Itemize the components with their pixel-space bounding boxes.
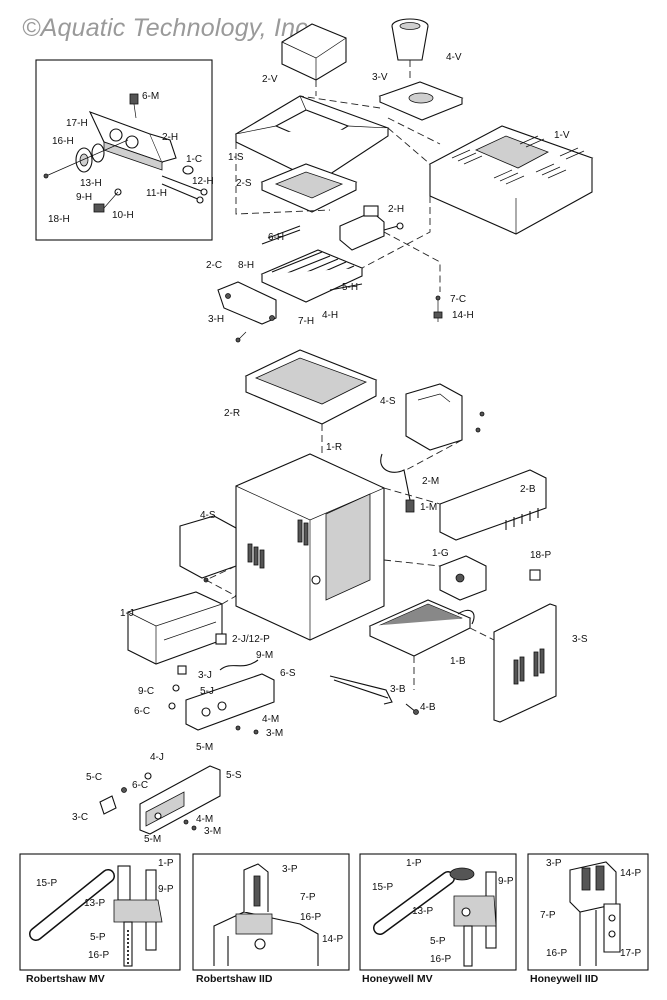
label-2-h-detail: 2-H (162, 132, 178, 143)
label-4-s-upper: 4-S (380, 396, 396, 407)
label-2-s: 2-S (236, 178, 252, 189)
label-18-h: 18-H (48, 214, 70, 225)
label-6-h: 6-H (268, 232, 284, 243)
label-13-h: 13-H (80, 178, 102, 189)
label-4-s-left: 4-S (200, 510, 216, 521)
label-4-v: 4-V (446, 52, 462, 63)
label-5-s: 5-S (226, 770, 242, 781)
label-8-h: 8-H (238, 260, 254, 271)
label-11-h: 11-H (146, 188, 167, 199)
inset-honeywell-mv (359, 853, 517, 971)
manifold-detail-box (35, 59, 213, 241)
label-2-j-12-p: 2-J/12-P (232, 634, 270, 645)
label-6-m: 6-M (142, 91, 159, 102)
inset-caption-robertshaw-mv: Robertshaw MV (26, 973, 105, 985)
label-14-h: 14-H (452, 310, 474, 321)
inset-caption-honeywell-iid: Honeywell IID (530, 973, 599, 985)
label-5-m-low: 5-M (144, 834, 161, 845)
inset1-label-15-p: 15-P (36, 878, 57, 889)
inset3-label-15-p: 15-P (372, 882, 393, 893)
label-1-s: 1-S (228, 152, 244, 163)
label-4-m-low: 4-M (196, 814, 213, 825)
label-5-m-mid: 5-M (196, 742, 213, 753)
inset2-label-7-p: 7-P (300, 892, 316, 903)
label-1-r: 1-R (326, 442, 342, 453)
label-17-h: 17-H (66, 118, 88, 129)
inset-caption-honeywell-mv: Honeywell MV (362, 973, 433, 985)
inset1-label-5-p: 5-P (90, 932, 106, 943)
label-3-c: 3-C (72, 812, 88, 823)
middle-assembly (127, 349, 557, 735)
label-2-b: 2-B (520, 484, 536, 495)
label-9-h: 9-H (76, 192, 92, 203)
inset4-label-7-p: 7-P (540, 910, 556, 921)
inset3-label-9-p: 9-P (498, 876, 514, 887)
inset1-label-1-p: 1-P (158, 858, 174, 869)
watermark: ©Aquatic Technology, Inc. (22, 14, 316, 42)
inset3-label-1-p: 1-P (406, 858, 422, 869)
inset-caption-robertshaw-iid: Robertshaw IID (196, 973, 273, 985)
inset2-label-16-p: 16-P (300, 912, 321, 923)
label-9-c: 9-C (138, 686, 154, 697)
label-10-h: 10-H (112, 210, 134, 221)
label-3-m-low: 3-M (204, 826, 221, 837)
label-6-c-mid: 6-C (134, 706, 150, 717)
inset4-label-17-p: 17-P (620, 948, 641, 959)
label-12-h: 12-H (192, 176, 214, 187)
inset1-label-16-p: 16-P (88, 950, 109, 961)
inset-honeywell-iid (527, 853, 649, 971)
label-3-j: 3-J (198, 670, 212, 681)
inset2-label-3-p: 3-P (282, 864, 298, 875)
inset1-label-9-p: 9-P (158, 884, 174, 895)
label-2-r: 2-R (224, 408, 240, 419)
label-7-h: 7-H (298, 316, 314, 327)
label-5-c: 5-C (86, 772, 102, 783)
label-6-s: 6-S (280, 668, 296, 679)
label-4-m-mid: 4-M (262, 714, 279, 725)
label-4-j: 4-J (150, 752, 164, 763)
label-3-m-mid: 3-M (266, 728, 283, 739)
label-9-m: 9-M (256, 650, 273, 661)
label-2-h-main: 2-H (388, 204, 404, 215)
label-2-v: 2-V (262, 74, 278, 85)
label-6-c-low: 6-C (132, 780, 148, 791)
label-1-c: 1-C (186, 154, 202, 165)
label-2-c: 2-C (206, 260, 222, 271)
label-4-h: 4-H (322, 310, 338, 321)
label-5-h: 5-H (342, 282, 358, 293)
label-1-j: 1-J (120, 608, 134, 619)
label-4-b: 4-B (420, 702, 436, 713)
label-3-s: 3-S (572, 634, 588, 645)
inset2-label-14-p: 14-P (322, 934, 343, 945)
label-7-c: 7-C (450, 294, 466, 305)
inset4-label-16-p: 16-P (546, 948, 567, 959)
lower-panel-assembly (99, 765, 221, 835)
label-18-p: 18-P (530, 550, 551, 561)
inset4-label-14-p: 14-P (620, 868, 641, 879)
inset3-label-13-p: 13-P (412, 906, 433, 917)
inset1-label-13-p: 13-P (84, 898, 105, 909)
inset3-label-16-p: 16-P (430, 954, 451, 965)
top-assembly (217, 18, 594, 343)
label-1-v: 1-V (554, 130, 570, 141)
inset4-label-3-p: 3-P (546, 858, 562, 869)
inset-robertshaw-iid (192, 853, 350, 971)
inset3-label-5-p: 5-P (430, 936, 446, 947)
label-1-g: 1-G (432, 548, 449, 559)
label-16-h: 16-H (52, 136, 74, 147)
label-3-h: 3-H (208, 314, 224, 325)
inset-robertshaw-mv (19, 853, 181, 971)
label-2-m: 2-M (422, 476, 439, 487)
label-1-b: 1-B (450, 656, 466, 667)
label-1-m: 1-M (420, 502, 437, 513)
label-3-v: 3-V (372, 72, 388, 83)
label-5-j: 5-J (200, 686, 214, 697)
label-3-b: 3-B (390, 684, 406, 695)
